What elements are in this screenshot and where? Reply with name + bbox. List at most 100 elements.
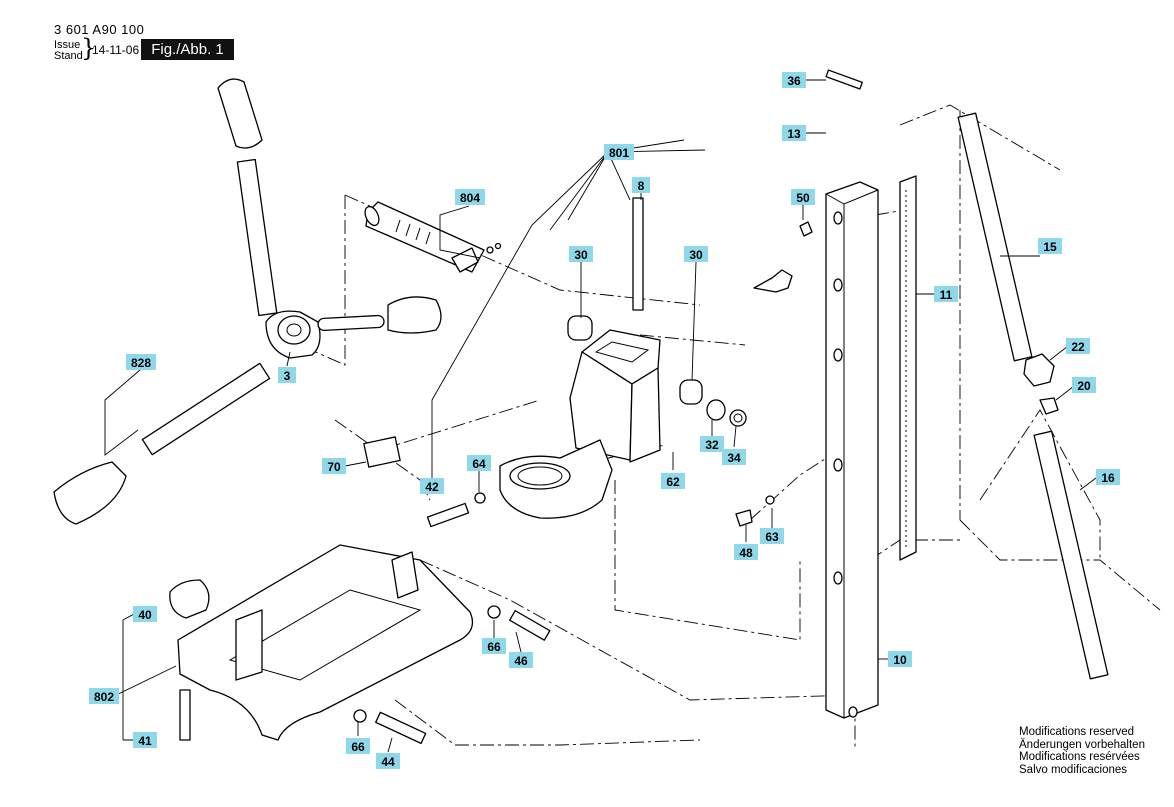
- carriage-housing: [499, 197, 793, 519]
- svg-text:30: 30: [574, 248, 588, 262]
- callout-22: 22: [1066, 338, 1090, 354]
- brace-glyph: }: [81, 34, 97, 62]
- svg-text:40: 40: [138, 608, 152, 622]
- svg-text:48: 48: [739, 546, 753, 560]
- callout-46: 46: [509, 652, 533, 668]
- bolt-41: [179, 689, 191, 741]
- svg-text:13: 13: [787, 127, 801, 141]
- callout-64: 64: [467, 455, 491, 471]
- handle-knob-bottom: [53, 461, 127, 525]
- handle-assembly: [53, 78, 442, 525]
- callout-16: 16: [1096, 469, 1120, 485]
- figure-label: Fig./Abb. 1: [141, 39, 234, 60]
- column-tube: [825, 181, 879, 719]
- stand-label: Stand: [54, 50, 83, 62]
- callout-10: 10: [888, 651, 912, 667]
- note-german: Änderungen vorbehalten: [1019, 738, 1145, 751]
- washer-63: [765, 495, 775, 505]
- svg-text:46: 46: [514, 654, 528, 668]
- callout-66b: 66: [346, 738, 370, 754]
- washer-20: [1039, 397, 1059, 415]
- callout-40: 40: [133, 606, 157, 622]
- gear-rack: [899, 175, 917, 561]
- callout-41: 41: [133, 732, 157, 748]
- svg-text:3: 3: [284, 369, 291, 383]
- part-number: 3 601 A90 100: [54, 22, 145, 37]
- svg-text:64: 64: [472, 457, 486, 471]
- handle-rod-lower: [141, 362, 271, 456]
- callout-63: 63: [760, 528, 784, 544]
- screw-50: [799, 221, 813, 237]
- note-spanish: Salvo modificaciones: [1019, 763, 1128, 776]
- callout-3: 3: [278, 367, 296, 383]
- callout-804: 804: [455, 189, 485, 205]
- svg-text:41: 41: [138, 734, 152, 748]
- callout-50: 50: [791, 189, 815, 205]
- base-plate: [169, 492, 551, 745]
- gear-rack-bar-8: [632, 197, 644, 311]
- svg-text:828: 828: [131, 356, 151, 370]
- label-70: [363, 436, 401, 468]
- callout-48: 48: [734, 544, 758, 560]
- callout-44: 44: [376, 753, 400, 769]
- callout-labels: 36 13 50 15 11 22 20 16 10 801 8 804 30 …: [89, 72, 1120, 769]
- rod-16: [1033, 430, 1109, 680]
- bolt-46: [509, 610, 551, 641]
- svg-text:22: 22: [1071, 340, 1085, 354]
- svg-text:63: 63: [765, 530, 779, 544]
- note-french: Modifications resérvées: [1019, 751, 1140, 763]
- callout-66a: 66: [482, 638, 506, 654]
- callout-32: 32: [700, 436, 724, 452]
- note-english: Modifications reserved: [1019, 726, 1135, 738]
- nut-22: [1023, 353, 1055, 387]
- bushing: [567, 315, 593, 341]
- bushing-2: [679, 379, 703, 405]
- pinion-shaft: [364, 201, 502, 273]
- handle-pin: [317, 314, 385, 332]
- handle-knob-right: [387, 296, 442, 334]
- callout-70: 70: [322, 458, 346, 474]
- svg-text:20: 20: [1077, 379, 1091, 393]
- modifications-notice: Modifications reserved Änderungen vorbeh…: [1019, 726, 1145, 776]
- svg-text:10: 10: [893, 653, 907, 667]
- support-rods: [957, 112, 1109, 680]
- callout-20: 20: [1072, 377, 1096, 393]
- handle-knob-top: [217, 78, 263, 149]
- wing-screw: [753, 269, 793, 293]
- callout-36: 36: [782, 72, 806, 88]
- svg-text:15: 15: [1043, 240, 1057, 254]
- screw-48: [735, 509, 753, 527]
- svg-text:8: 8: [638, 179, 645, 193]
- callout-42: 42: [420, 478, 444, 494]
- callout-828: 828: [126, 354, 156, 370]
- svg-text:801: 801: [609, 146, 629, 160]
- callout-802: 802: [89, 688, 119, 704]
- callout-15: 15: [1038, 238, 1062, 254]
- washer-32: [706, 399, 726, 421]
- svg-text:30: 30: [689, 248, 703, 262]
- svg-text:802: 802: [94, 690, 114, 704]
- svg-text:70: 70: [327, 460, 341, 474]
- issue-label: Issue: [54, 39, 81, 51]
- svg-text:66: 66: [351, 740, 365, 754]
- svg-text:50: 50: [796, 191, 810, 205]
- bolt-42: [426, 502, 470, 528]
- issue-date: 14-11-06: [92, 43, 140, 57]
- callout-30b: 30: [684, 246, 708, 262]
- callout-30a: 30: [569, 246, 593, 262]
- bolt-44: [375, 711, 427, 745]
- svg-text:16: 16: [1101, 471, 1115, 485]
- callout-801: 801: [604, 144, 634, 160]
- svg-text:44: 44: [381, 755, 395, 769]
- callout-34: 34: [722, 449, 746, 465]
- svg-text:804: 804: [460, 191, 480, 205]
- clamp-knob-40: [169, 579, 210, 619]
- callout-62: 62: [661, 473, 685, 489]
- svg-text:36: 36: [787, 74, 801, 88]
- callout-13: 13: [782, 125, 806, 141]
- pin-36: [825, 69, 863, 90]
- svg-text:11: 11: [940, 288, 953, 302]
- issue-stand-label: Issue Stand: [54, 40, 83, 62]
- svg-text:66: 66: [487, 640, 501, 654]
